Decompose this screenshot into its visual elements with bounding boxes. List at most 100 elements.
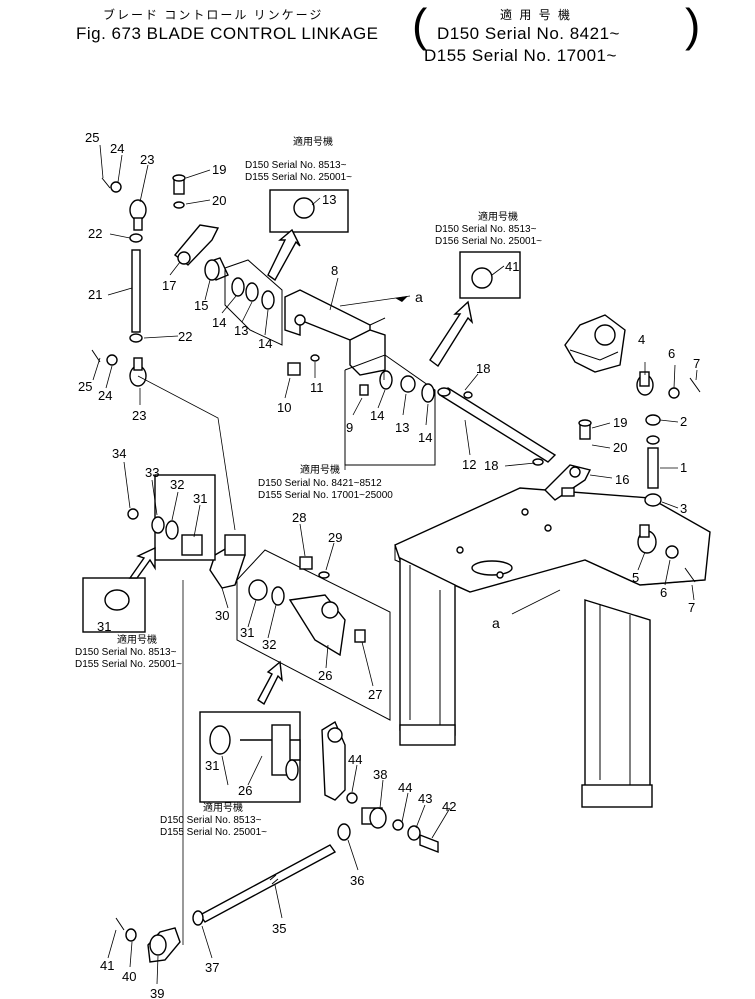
callout-5: 5	[632, 570, 639, 585]
lever-16	[544, 464, 592, 501]
figure-title: Fig. 673 BLADE CONTROL LINKAGE	[76, 24, 379, 43]
right-paren-icon: )	[685, 0, 701, 51]
callout-23: 23	[132, 408, 146, 423]
callout-6: 6	[668, 346, 675, 361]
callout-30: 30	[215, 608, 229, 623]
callouts: 25 24 23 19 20 22 21 17 15 14 13 14 8 22…	[78, 130, 700, 999]
callout-39: 39	[150, 986, 164, 999]
callout-18: 18	[484, 458, 498, 473]
bearing-set-left	[127, 474, 216, 561]
note-31-left-header: 適用号機	[117, 633, 157, 646]
callout-14: 14	[418, 430, 432, 445]
rod-21-assembly	[91, 174, 220, 387]
note-bottom-line2: D155 Serial No. 25001~	[160, 827, 267, 838]
callout-31: 31	[240, 625, 254, 640]
bearing-set-middle	[287, 354, 436, 466]
callout-26: 26	[238, 783, 252, 798]
callout-14: 14	[212, 315, 226, 330]
callout-13-right: 41	[505, 259, 519, 274]
callout-44: 44	[348, 752, 362, 767]
note-box-31-left	[82, 546, 156, 633]
callout-8: 8	[331, 263, 338, 278]
callout-31: 31	[205, 758, 219, 773]
callout-37: 37	[205, 960, 219, 975]
callout-31: 31	[193, 491, 207, 506]
callout-1: 1	[680, 460, 687, 475]
callout-2: 2	[680, 414, 687, 429]
callout-21: 21	[88, 287, 102, 302]
callout-35: 35	[272, 921, 286, 936]
ref-mark-a-bottom: a	[492, 615, 500, 631]
callout-25: 25	[85, 130, 99, 145]
lower-linkage	[115, 720, 439, 963]
note-box-13-right	[429, 251, 521, 368]
callout-42: 42	[442, 799, 456, 814]
callout-27: 27	[368, 687, 382, 702]
callout-17: 17	[162, 278, 176, 293]
bearing-set-upper	[204, 257, 283, 346]
callout-13: 13	[395, 420, 409, 435]
callout-44: 44	[398, 780, 412, 795]
callout-22: 22	[88, 226, 102, 241]
callout-6: 6	[660, 585, 667, 600]
note-box-bottom	[199, 660, 301, 803]
note-13-right-line2: D156 Serial No. 25001~	[435, 236, 542, 247]
callout-20: 20	[613, 440, 627, 455]
note-31-left-line2: D155 Serial No. 25001~	[75, 659, 182, 670]
connector-lines	[137, 295, 561, 945]
note-13-top-line1: D150 Serial No. 8513~	[245, 160, 347, 171]
callout-14: 14	[370, 408, 384, 423]
callout-13: 13	[234, 323, 248, 338]
callout-32: 32	[262, 637, 276, 652]
note-13-top-line2: D155 Serial No. 25001~	[245, 172, 352, 183]
callout-26: 26	[318, 668, 332, 683]
callout-16: 16	[615, 472, 629, 487]
reference-marks: a a	[395, 289, 500, 631]
callout-23: 23	[140, 152, 154, 167]
note-13-right-header: 適用号機	[478, 210, 518, 223]
bracket-8	[284, 289, 386, 376]
callout-32: 32	[170, 477, 184, 492]
callout-24: 24	[98, 388, 112, 403]
callout-29: 29	[328, 530, 342, 545]
callout-43: 43	[418, 791, 432, 806]
callout-10: 10	[277, 400, 291, 415]
note-middle-line1: D150 Serial No. 8421~8512	[258, 478, 382, 489]
serial-line-d155: D155 Serial No. 17001~	[424, 46, 617, 65]
callout-13-top: 13	[322, 192, 336, 207]
callout-15: 15	[194, 298, 208, 313]
yoke-bracket	[564, 314, 626, 373]
callout-25: 25	[78, 379, 92, 394]
leader-lines	[92, 144, 698, 985]
note-bottom-header: 適用号機	[203, 801, 243, 814]
note-13-top-header: 適用号機	[293, 135, 333, 148]
lever-assembly-30	[209, 534, 391, 721]
callout-14: 14	[258, 336, 272, 351]
callout-7: 7	[688, 600, 695, 615]
left-paren-icon: (	[412, 0, 428, 51]
frame-bracket	[394, 487, 711, 808]
callout-22: 22	[178, 329, 192, 344]
ref-mark-a-top: a	[415, 289, 423, 305]
japanese-title: ブレード コントロール リンケージ	[103, 8, 324, 22]
callout-9: 9	[346, 420, 353, 435]
callout-11: 11	[310, 380, 324, 395]
callout-33: 33	[145, 465, 159, 480]
callout-20: 20	[212, 193, 226, 208]
callout-4: 4	[638, 332, 645, 347]
callout-19: 19	[613, 415, 627, 430]
serial-line-d150: D150 Serial No. 8421~	[437, 24, 620, 43]
callout-41: 41	[100, 958, 114, 973]
callout-7: 7	[693, 356, 700, 371]
callout-40: 40	[122, 969, 136, 984]
callout-38: 38	[373, 767, 387, 782]
callout-18: 18	[476, 361, 490, 376]
figure-header: ブレード コントロール リンケージ Fig. 673 BLADE CONTROL…	[0, 0, 755, 80]
callout-3: 3	[680, 501, 687, 516]
callout-34: 34	[112, 446, 126, 461]
arrow-a-top-icon	[395, 296, 408, 302]
rod-end-assembly-right	[578, 371, 701, 583]
rod-12	[437, 387, 557, 466]
callout-31: 31	[97, 619, 111, 634]
